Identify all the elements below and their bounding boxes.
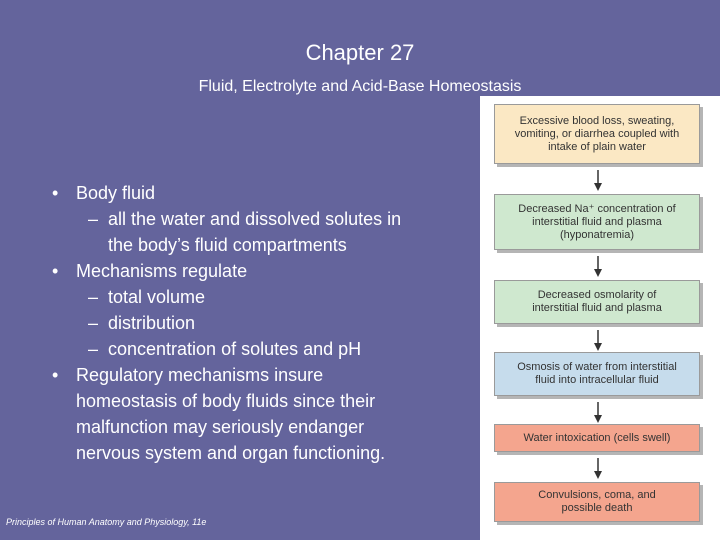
down-arrow-icon (594, 402, 602, 423)
bullet-text-line-2: homeostasis of body fluids since their (76, 391, 376, 411)
footer-citation: Principles of Human Anatomy and Physiolo… (6, 517, 207, 527)
bullet-marker: • (52, 183, 59, 203)
dash-marker: – (88, 209, 99, 229)
sub-bullet-text: concentration of solutes and pH (108, 339, 362, 359)
slide-subtitle: Fluid, Electrolyte and Acid-Base Homeost… (198, 78, 522, 95)
down-arrow-icon (594, 170, 602, 191)
flow-box-convulsions: Convulsions, coma, and possible death (494, 482, 700, 522)
flow-box-hyponatremia: Decreased Na⁺ concentration of interstit… (494, 194, 700, 250)
dash-marker: – (88, 339, 99, 359)
bullet-marker: • (52, 365, 59, 385)
bullet-text-line-3: malfunction may seriously endanger (76, 417, 365, 437)
sub-bullet-definition: – all the water and dissolved solutes in… (52, 206, 472, 258)
flow-box-line: Water intoxication (cells swell) (523, 431, 671, 444)
sub-bullet-concentration: – concentration of solutes and pH (52, 336, 472, 362)
bullet-marker: • (52, 261, 59, 281)
flow-box-line: Osmosis of water from interstitial (517, 361, 677, 373)
sub-bullet-text: distribution (108, 313, 196, 333)
bullet-text: Mechanisms regulate (76, 261, 248, 281)
dash-marker: – (88, 287, 99, 307)
bullet-text: Body fluid (76, 183, 156, 203)
down-arrow-icon (594, 330, 602, 351)
flow-box-cause: Excessive blood loss, sweating, vomiting… (494, 104, 700, 164)
sub-bullet-distribution: – distribution (52, 310, 472, 336)
bullet-text: Regulatory mechanisms insure (76, 365, 324, 385)
sub-bullet-text: total volume (108, 287, 206, 307)
bullet-text-line-4: nervous system and organ functioning. (76, 443, 386, 463)
bullet-body-fluid: • Body fluid (52, 180, 472, 206)
dash-marker: – (88, 313, 99, 333)
flow-box-water-intoxication: Water intoxication (cells swell) (494, 424, 700, 452)
bullet-mechanisms: • Mechanisms regulate (52, 258, 472, 284)
flow-box-osmosis: Osmosis of water from interstitial fluid… (494, 352, 700, 396)
flow-box-line: Decreased Na⁺ concentration of (518, 202, 676, 215)
sub-bullet-total-volume: – total volume (52, 284, 472, 310)
flow-box-line: fluid into intracellular fluid (535, 374, 659, 386)
flow-box-line: interstitial fluid and plasma (532, 215, 662, 228)
flow-box-line: Decreased osmolarity of (537, 289, 657, 301)
flowchart-panel: Excessive blood loss, sweating, vomiting… (480, 96, 720, 540)
flow-box-line: vomiting, or diarrhea coupled with (514, 127, 680, 140)
down-arrow-icon (594, 458, 602, 479)
flow-box-line: interstitial fluid and plasma (532, 302, 662, 314)
flow-box-line: intake of plain water (548, 140, 646, 153)
flow-box-osmolarity: Decreased osmolarity of interstitial flu… (494, 280, 700, 324)
bullet-regulatory: • Regulatory mechanisms insure homeostas… (52, 362, 472, 466)
slide-title: Chapter 27 (305, 40, 415, 65)
flow-box-line: (hyponatremia) (560, 228, 634, 241)
down-arrow-icon (594, 256, 602, 277)
sub-bullet-text-continued: the body’s fluid compartments (108, 235, 347, 255)
bullet-list: • Body fluid – all the water and dissolv… (52, 180, 472, 466)
sub-bullet-text: all the water and dissolved solutes in (108, 209, 402, 229)
flow-box-line: Excessive blood loss, sweating, (519, 114, 675, 127)
flow-box-line: possible death (561, 502, 633, 514)
flow-box-line: Convulsions, coma, and (538, 489, 656, 501)
